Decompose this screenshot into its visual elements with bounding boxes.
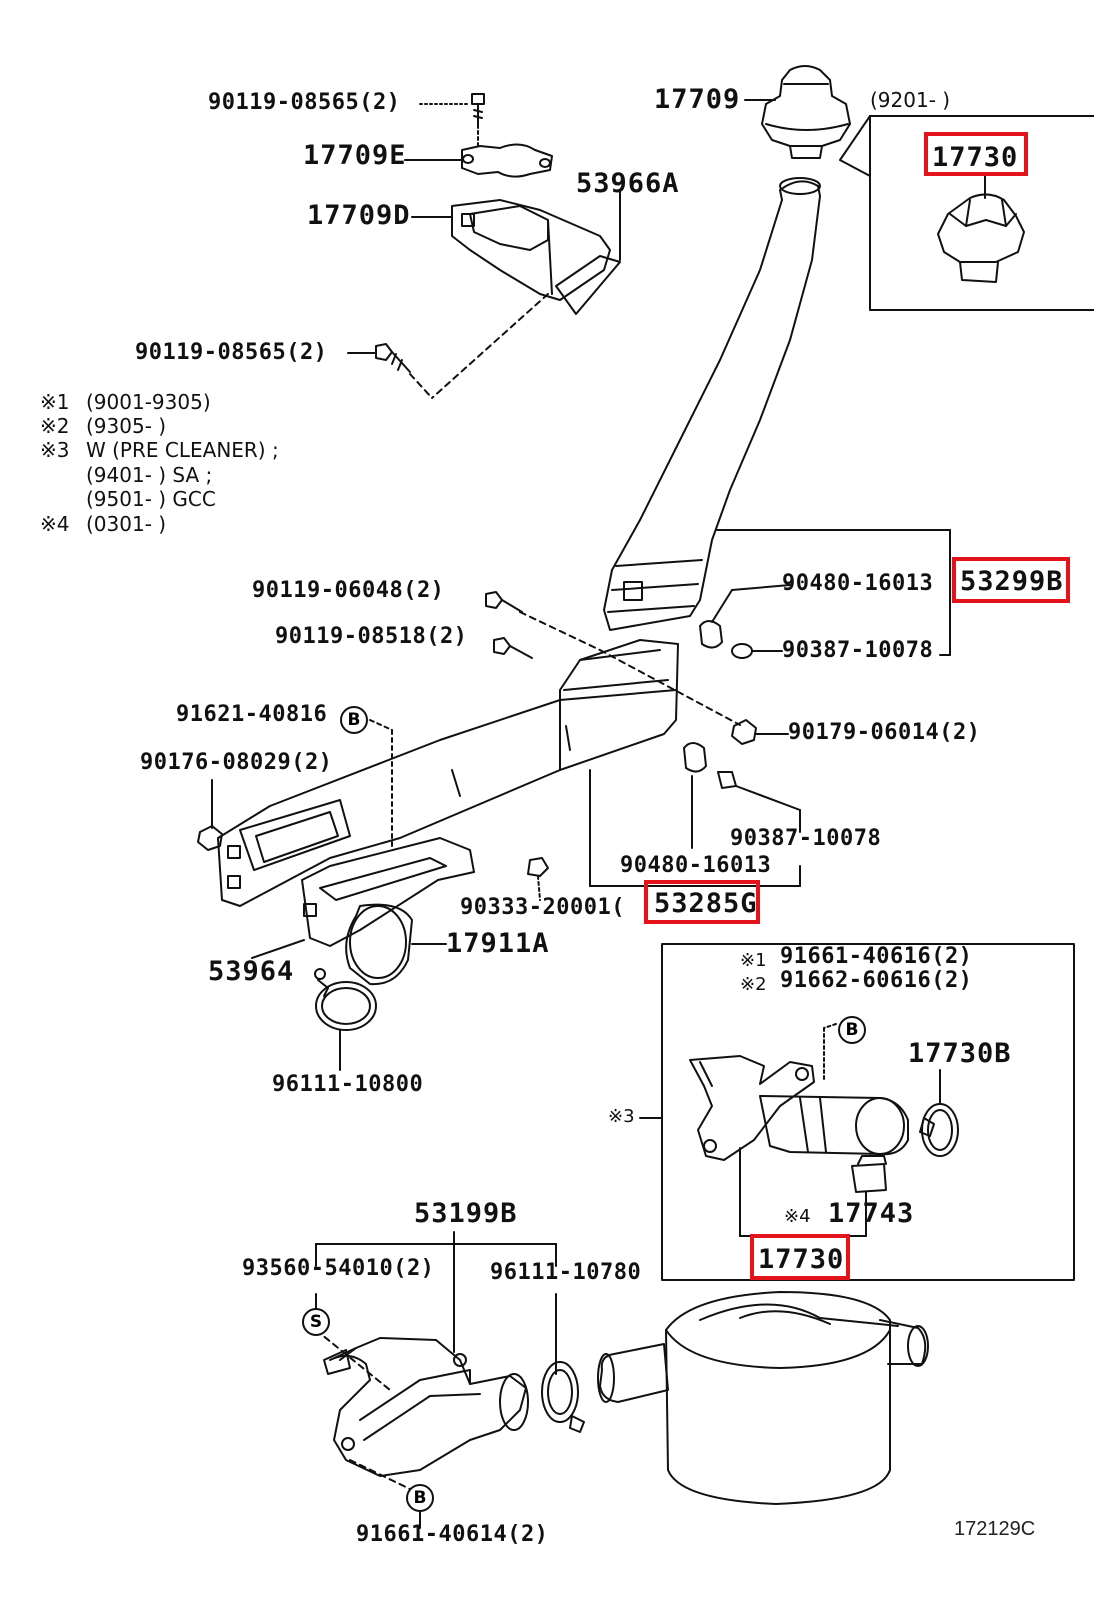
clamp-17709e — [404, 124, 553, 178]
label-90480-16013-top: 90480-16013 — [782, 571, 934, 596]
label-90333-20001: 90333-20001( — [460, 895, 625, 920]
label-90176-08029: 90176-08029(2) — [140, 750, 333, 775]
label-91661-40614: 91661-40614(2) — [356, 1522, 549, 1547]
label-93560-54010: 93560-54010(2) — [242, 1256, 435, 1281]
inset-mark-2: ※2 — [740, 974, 767, 995]
inset-mark-4: ※4 — [784, 1206, 811, 1227]
label-90119-08518: 90119-08518(2) — [275, 624, 468, 649]
label-90119-08565-mid: 90119-08565(2) — [135, 340, 328, 365]
bolts-06048-08518 — [485, 591, 741, 726]
bracket-53199b — [315, 1231, 557, 1375]
cap-17709 — [744, 65, 851, 159]
callout-s-circle: S — [302, 1308, 330, 1336]
inset-pre-cleaner — [639, 943, 1075, 1281]
label-17730-bottom: 17730 — [758, 1244, 845, 1275]
nut-90333 — [527, 857, 549, 901]
highlight-17730-top — [924, 132, 1028, 176]
note-3-sa: (9401- ) SA ; — [86, 463, 213, 487]
label-90179-06014: 90179-06014(2) — [788, 720, 981, 745]
label-9201: (9201- ) — [870, 88, 951, 112]
grommet-top — [699, 584, 791, 659]
label-53285g: 53285G — [654, 888, 758, 919]
label-53966a: 53966A — [576, 168, 680, 199]
label-53199b: 53199B — [414, 1198, 518, 1229]
callout-b-circle: B — [838, 1016, 866, 1044]
label-90387-10078-top: 90387-10078 — [782, 638, 934, 663]
note-4-mark: ※4 — [40, 512, 70, 536]
bracket-17709d — [411, 191, 621, 399]
note-3-mark: ※3 — [40, 438, 70, 462]
inset-top-right — [839, 115, 1094, 311]
note-3-gcc: (9501- ) GCC — [86, 487, 216, 511]
grommet-lower — [683, 742, 801, 849]
label-17709: 17709 — [654, 84, 741, 115]
note-2-mark: ※2 — [40, 414, 70, 438]
label-91621-40816: 91621-40816 — [176, 702, 328, 727]
figure-code: 172129C — [954, 1518, 1036, 1540]
note-2-text: (9305- ) — [86, 414, 167, 438]
air-cleaner — [597, 1291, 929, 1505]
label-90119-06048: 90119-06048(2) — [252, 578, 445, 603]
note-1-mark: ※1 — [40, 390, 70, 414]
highlight-53285g — [644, 880, 760, 924]
label-90480-16013-mid: 90480-16013 — [620, 853, 772, 878]
nut-90176 — [197, 779, 223, 851]
highlight-17730-bottom — [750, 1234, 850, 1280]
bolt-top — [419, 93, 485, 125]
label-17911a: 17911A — [446, 928, 550, 959]
nut-90179 — [731, 719, 789, 745]
highlight-53299b — [952, 557, 1070, 603]
note-4-text: (0301- ) — [86, 512, 167, 536]
label-53299b: 53299B — [960, 566, 1064, 597]
label-17743: 17743 — [828, 1198, 915, 1229]
label-91661-40616: 91661-40616(2) — [780, 944, 973, 969]
callout-b-circle: B — [406, 1484, 434, 1512]
label-53964: 53964 — [208, 956, 295, 987]
clamp-96111-10800 — [314, 968, 377, 1071]
label-96111-10800: 96111-10800 — [272, 1072, 424, 1097]
inset-mark-1: ※1 — [740, 950, 767, 971]
label-90119-08565-top: 90119-08565(2) — [208, 90, 401, 115]
label-17709e: 17709E — [303, 140, 407, 171]
label-91662-60616: 91662-60616(2) — [780, 968, 973, 993]
flange-elbow — [251, 837, 475, 986]
label-17730-top: 17730 — [932, 142, 1019, 173]
snorkel-tube — [603, 177, 951, 656]
intake-body — [217, 639, 801, 907]
callout-b-circle: B — [340, 706, 368, 734]
bottom-elbow — [315, 1329, 585, 1529]
label-96111-10780: 96111-10780 — [490, 1260, 642, 1285]
note-3-text: W (PRE CLEANER) ; — [86, 438, 279, 462]
label-17709d: 17709D — [307, 200, 411, 231]
bolt-mid — [347, 343, 433, 399]
b-link-91621 — [369, 719, 393, 851]
note-1-text: (9001-9305) — [86, 390, 211, 414]
label-90387-10078-mid: 90387-10078 — [730, 826, 882, 851]
label-17730b: 17730B — [908, 1038, 1012, 1069]
inset-mark-3: ※3 — [608, 1106, 635, 1127]
